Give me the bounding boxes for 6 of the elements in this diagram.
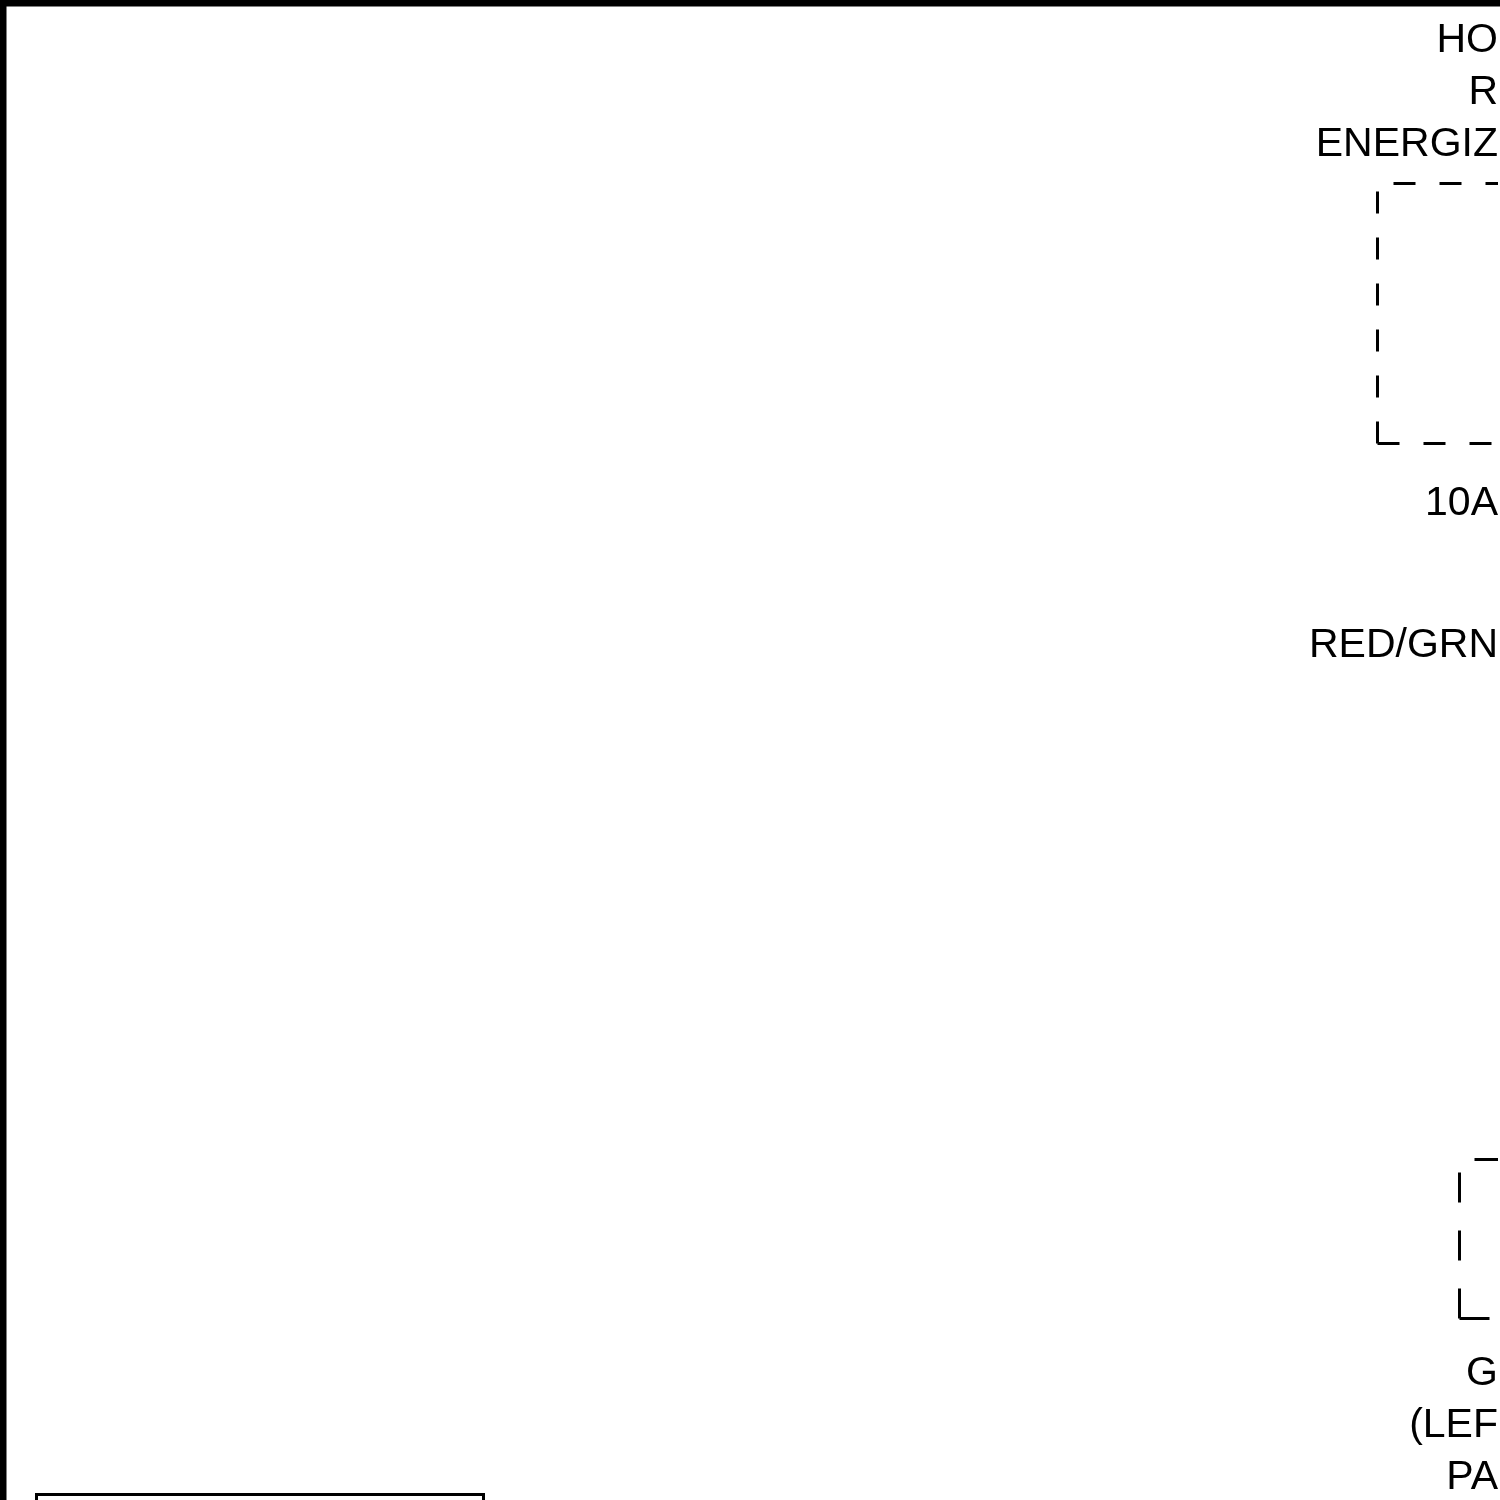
dashed-component-box: [1458, 1158, 1498, 1320]
dashed-component-box: [1376, 182, 1498, 445]
component-heading: HO R ENERGIZ: [1315, 14, 1498, 167]
component-heading: G (LEF PA: [1409, 1347, 1498, 1500]
wire-color-label: RED/GRN: [1308, 619, 1498, 668]
fuse-rating: 10A: [1425, 477, 1498, 526]
